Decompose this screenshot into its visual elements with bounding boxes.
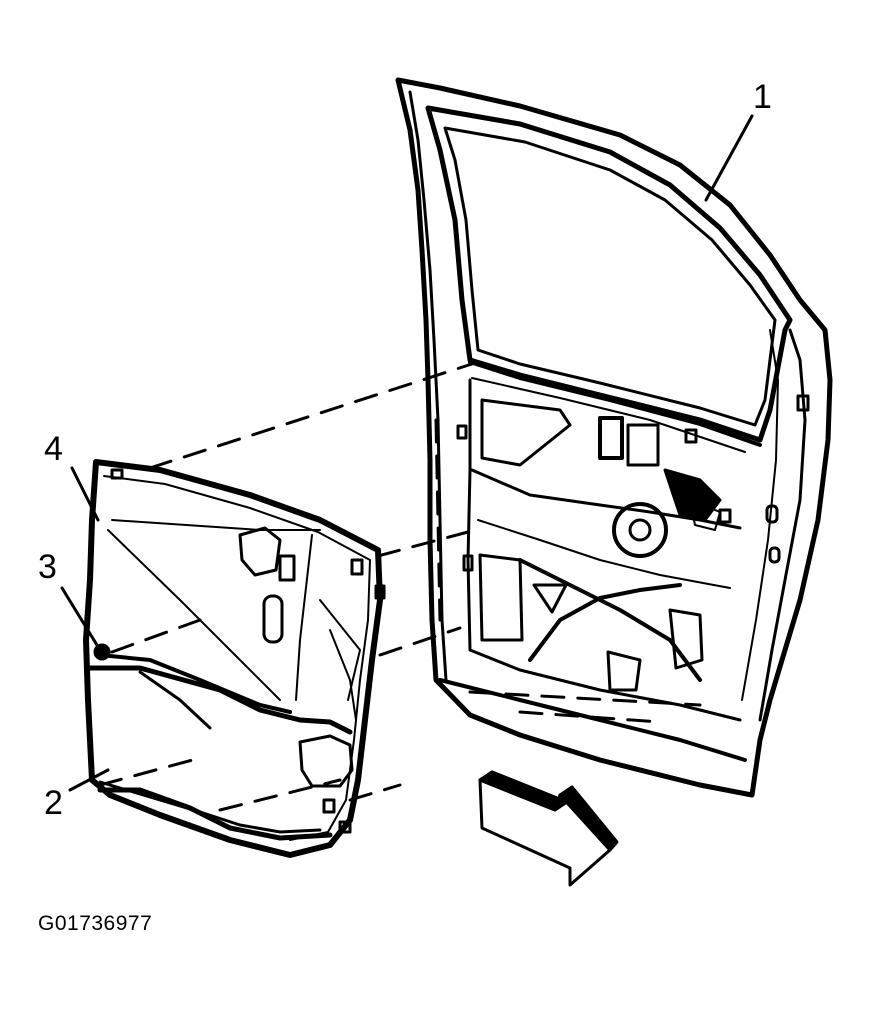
lower-access-hole <box>478 553 524 642</box>
trim-rib-4 <box>319 599 361 701</box>
armrest-handle-lower <box>138 670 212 730</box>
alignment-line-left-door <box>434 418 442 622</box>
trim-clip-bottom <box>338 820 352 834</box>
door-outer-outline <box>395 77 833 798</box>
speaker-opening <box>668 608 704 670</box>
inner-panel-brace-2 <box>477 519 731 589</box>
callout-3: 3 <box>38 548 57 586</box>
alignment-line-mid-right <box>378 626 462 657</box>
door-hinge-edge <box>408 90 448 682</box>
door-mount-hole-d <box>718 508 732 524</box>
alignment-line-door-lower <box>518 710 662 724</box>
trim-clip-right-a <box>350 558 364 576</box>
window-regulator-motor <box>598 416 722 558</box>
alignment-line-top <box>148 360 480 470</box>
lock-striker-slot <box>796 394 810 412</box>
trim-clip-lower <box>322 798 336 814</box>
inner-panel-x-brace-2 <box>528 583 682 662</box>
door-frame-assembly <box>395 77 833 798</box>
trim-rib-5 <box>329 629 357 721</box>
trim-panel-outline <box>83 459 383 858</box>
trim-clip-upper <box>110 468 124 480</box>
alignment-line-lower <box>98 756 202 787</box>
armrest-handle <box>98 653 292 714</box>
speaker-grille <box>298 734 354 788</box>
triangle-cutout <box>532 583 568 614</box>
door-belt-line <box>468 360 762 447</box>
alignment-line-upper-right <box>376 530 470 558</box>
handle-bezel <box>238 526 282 577</box>
lock-pillar-hole-2 <box>768 546 781 564</box>
door-mount-hole-b <box>456 424 468 440</box>
leader-line-1 <box>704 114 754 202</box>
door-mount-hole-a <box>462 554 474 572</box>
door-lock-pillar-inner <box>741 329 779 701</box>
door-mount-hole-c <box>684 428 698 444</box>
door-belt-line-inner <box>471 377 746 453</box>
arrow-shadow-2 <box>478 770 569 812</box>
arrow-shadow <box>558 785 619 852</box>
door-trim-panel <box>83 459 386 858</box>
callout-4: 4 <box>44 430 63 468</box>
inside-handle <box>262 594 284 644</box>
callout-2: 2 <box>44 784 63 822</box>
leader-line-3 <box>60 586 102 652</box>
door-lock-pillar <box>758 328 807 722</box>
lower-map-pocket <box>87 665 353 735</box>
pocket-bottom-edge <box>97 787 333 841</box>
trim-panel-inner-border <box>103 475 371 841</box>
trim-rib-1 <box>107 529 281 701</box>
map-pocket-lip <box>98 780 322 834</box>
trim-rib-3 <box>295 534 313 701</box>
window-frame-outer <box>425 105 793 443</box>
triangle-cutout-2 <box>606 650 642 692</box>
trim-rib-2 <box>111 519 321 531</box>
inner-panel-x-brace <box>518 558 702 682</box>
trim-clip-right-b <box>374 584 386 600</box>
lock-switch <box>278 554 296 582</box>
figure-id: G01736977 <box>38 912 153 935</box>
alignment-line-door-bottom <box>468 690 702 707</box>
alignment-line-bottom-right <box>348 783 402 802</box>
lock-pillar-hole <box>765 504 779 524</box>
alignment-lines <box>98 360 702 812</box>
leader-lines <box>60 114 754 792</box>
leader-line-4 <box>70 466 100 522</box>
front-direction-arrow <box>478 770 619 887</box>
window-regulator-track <box>480 398 572 467</box>
alignment-line-bottom <box>218 778 342 812</box>
leader-line-2 <box>68 768 110 792</box>
callout-1: 1 <box>753 78 772 116</box>
door-inner-panel <box>466 378 742 722</box>
window-opening <box>443 126 777 427</box>
alignment-line-mid <box>110 618 202 654</box>
